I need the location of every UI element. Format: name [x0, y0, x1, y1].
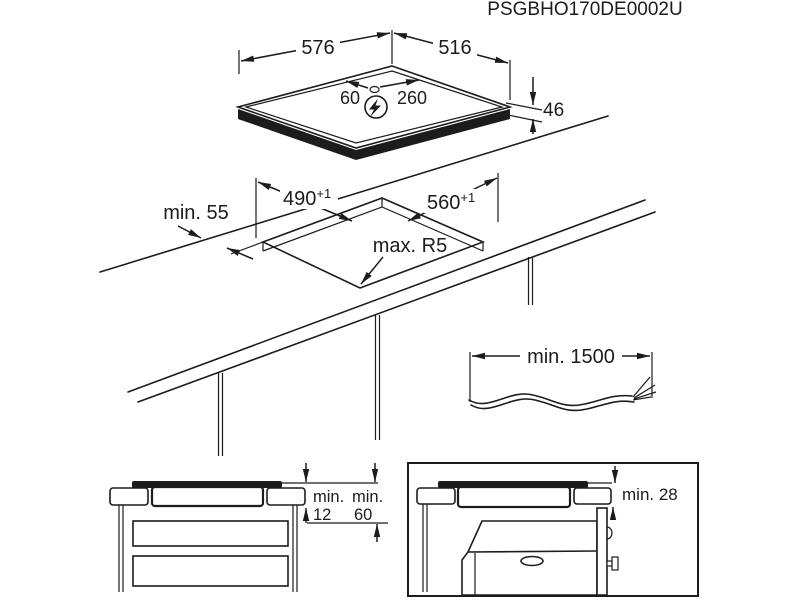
worktop-right-section [266, 487, 306, 506]
hob-casing-section [150, 485, 265, 508]
drawer-lower [132, 555, 289, 587]
width-dim-mask [296, 36, 340, 58]
worktop-front-edge-bottom [137, 211, 656, 403]
mains-offset-left-label: 60 [340, 88, 360, 108]
lightning-bolt-circle-icon [364, 95, 388, 119]
cutout-depth-mask [280, 185, 338, 209]
cable-length-label: min. 1500 [527, 346, 615, 368]
hob-glass-section [438, 481, 588, 488]
model-code-label: PSGBHO170DE0002U [487, 0, 682, 20]
min12-prefix-label: min. [313, 488, 344, 506]
mains-offset-left-arrow [345, 80, 369, 89]
worktop-left-section [416, 487, 456, 505]
mains-offset-right-label: 260 [397, 88, 427, 108]
mains-terminal-mark [369, 85, 380, 94]
min60-prefix-label: min. [352, 488, 383, 506]
worktop-cutout-view: 490+1 560+1 min. 55 max. R5 [99, 115, 656, 456]
section-view-oven: min. 28 [407, 462, 699, 597]
worktop-right-section [573, 487, 612, 505]
cutout-opening [260, 197, 486, 289]
power-cable-requirement: min. 1500 [468, 346, 657, 412]
hob-height-label: 46 [543, 100, 564, 121]
min28-label: min. 28 [622, 485, 678, 504]
worktop-front-edge-top [127, 199, 646, 393]
hob-glass-section [132, 481, 282, 488]
min60-value-label: 60 [354, 506, 372, 524]
hob-depth-label: 516 [438, 37, 471, 59]
hinge-bulge [606, 526, 613, 540]
cutout-depth-label: 490+1 [283, 186, 331, 210]
cutout-width-mask [424, 189, 482, 213]
oven-top-front-edge [467, 550, 598, 553]
corner-radius-label: max. R5 [373, 235, 447, 257]
rear-clearance-label: min. 55 [163, 202, 229, 224]
worktop-left-section [109, 487, 149, 506]
hob-glass-inner-edge [243, 70, 505, 144]
cable-wire-ends [632, 376, 657, 401]
height-ref-bottom [507, 114, 543, 123]
corner-radius-arrow [360, 256, 384, 285]
oven-handle [520, 555, 544, 567]
rear-clearance-arrow-2 [226, 247, 254, 260]
cutout-width-label: 560+1 [427, 190, 475, 214]
mains-offset-right-arrow [379, 79, 420, 88]
height-ref-top [505, 102, 543, 111]
hob-casing-section [456, 485, 572, 509]
drawer-upper [132, 520, 289, 547]
worktop-back-edge [99, 115, 609, 273]
depth-dim-mask [433, 36, 477, 58]
min12-value-label: 12 [313, 506, 331, 524]
knob-cap [611, 556, 619, 571]
hob-side-band [238, 109, 510, 160]
rear-clearance-arrow-1 [177, 225, 202, 239]
hob-isometric-view: 576 516 60 260 46 [235, 30, 564, 160]
cable-wave-top [468, 393, 633, 407]
cable-wave-bottom [470, 398, 635, 412]
cabinet-front-rail [596, 507, 608, 596]
hob-width-label: 576 [301, 37, 334, 59]
section-view-drawer: min. 12 min. 60 [109, 463, 388, 592]
knob-stem [606, 560, 613, 567]
